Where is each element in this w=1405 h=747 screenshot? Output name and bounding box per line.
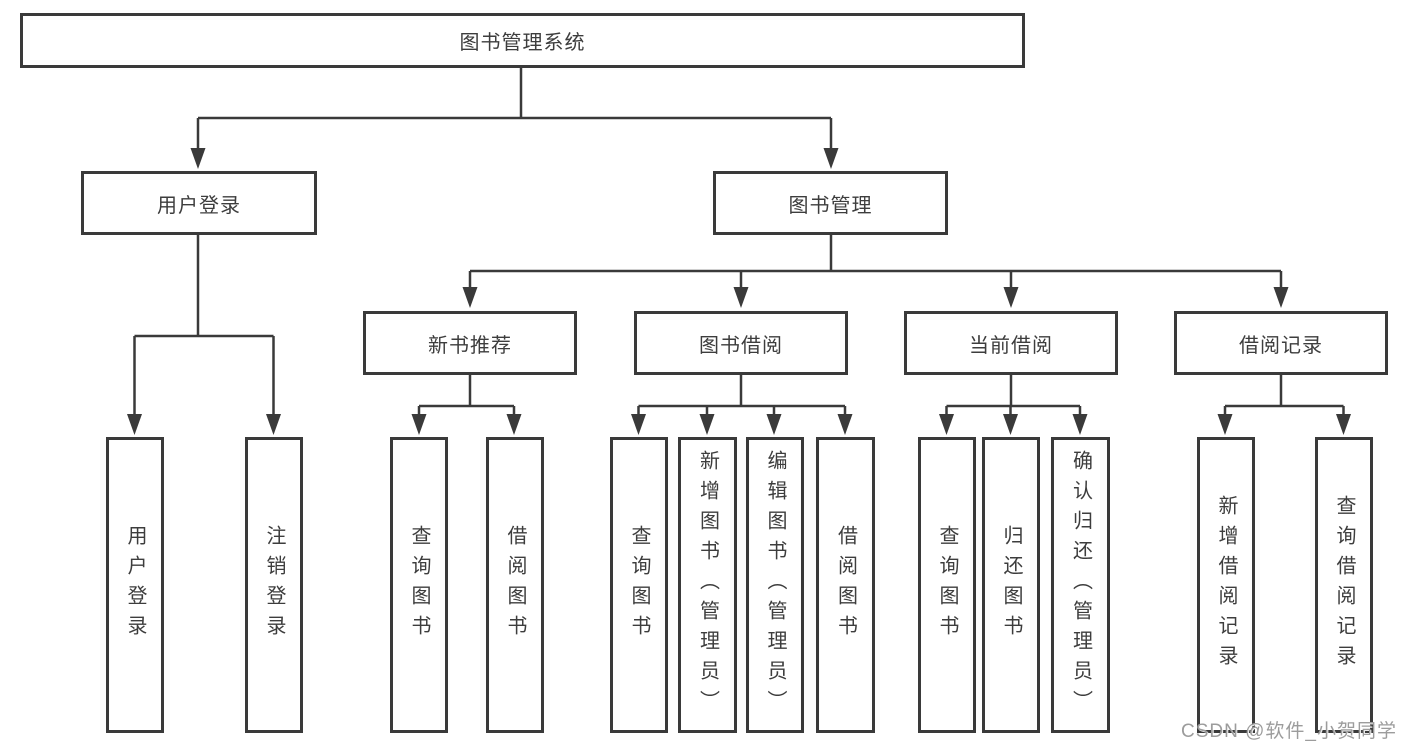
node-label: 图书管理 — [788, 194, 873, 217]
arrow-down-icon — [1003, 287, 1019, 308]
node-label: 借阅图书 — [504, 525, 526, 645]
arrow-down-icon — [939, 414, 954, 435]
node-label: 当前借阅 — [969, 334, 1053, 357]
arrow-down-icon — [462, 287, 478, 308]
arrow-down-icon — [766, 414, 782, 435]
leaf-borrow-books: 借阅图书 — [816, 437, 875, 733]
arrow-down-icon — [1273, 287, 1289, 308]
arrow-down-icon — [127, 414, 142, 435]
arrow-down-icon — [1336, 414, 1351, 435]
leaf-logout: 注销登录 — [245, 437, 303, 733]
node-label: 注销登录 — [263, 525, 285, 645]
arrow-down-icon — [1003, 414, 1018, 435]
node-label: 确认归还（管理员） — [1069, 450, 1092, 720]
node-borrow-records: 借阅记录 — [1174, 311, 1388, 375]
arrow-down-icon — [631, 414, 646, 435]
node-label: 新书推荐 — [428, 334, 512, 357]
node-label: 查询图书 — [408, 525, 430, 645]
arrow-down-icon — [837, 414, 853, 435]
leaf-borrow-books-newbook: 借阅图书 — [486, 437, 544, 733]
leaf-confirm-return-admin: 确认归还（管理员） — [1051, 437, 1110, 733]
arrow-down-icon — [1217, 414, 1233, 435]
node-label: 编辑图书（管理员） — [764, 450, 786, 720]
arrow-down-icon — [733, 287, 749, 308]
leaf-edit-books-admin: 编辑图书（管理员） — [746, 437, 804, 733]
node-label: 查询图书 — [936, 525, 958, 645]
node-root-library-system: 图书管理系统 — [20, 13, 1025, 68]
node-label: 归还图书 — [1000, 525, 1022, 645]
leaf-return-books: 归还图书 — [982, 437, 1040, 733]
leaf-query-books-current: 查询图书 — [918, 437, 976, 733]
node-label: 新增借阅记录 — [1215, 495, 1237, 675]
arrow-down-icon — [823, 148, 839, 169]
node-label: 用户登录 — [157, 194, 241, 217]
csdn-watermark: CSDN @软件_小贺同学 — [1181, 721, 1397, 742]
node-label: 查询图书 — [628, 525, 650, 645]
leaf-add-books-admin: 新增图书（管理员） — [678, 437, 737, 733]
node-label: 借阅图书 — [834, 525, 857, 645]
leaf-user-login: 用户登录 — [106, 437, 164, 733]
leaf-query-borrow-record: 查询借阅记录 — [1315, 437, 1373, 733]
leaf-add-borrow-record: 新增借阅记录 — [1197, 437, 1255, 733]
node-label: 新增图书（管理员） — [696, 450, 719, 720]
arrow-down-icon — [699, 414, 715, 435]
node-label: 用户登录 — [124, 525, 146, 645]
node-label: 图书管理系统 — [459, 32, 586, 54]
arrow-down-icon — [266, 414, 281, 435]
leaf-query-books-newbook: 查询图书 — [390, 437, 448, 733]
node-current-borrow: 当前借阅 — [904, 311, 1118, 375]
node-label: 借阅记录 — [1239, 334, 1323, 357]
node-book-management: 图书管理 — [713, 171, 948, 235]
node-user-login: 用户登录 — [81, 171, 317, 235]
arrow-down-icon — [1072, 414, 1088, 435]
arrow-down-icon — [411, 414, 427, 435]
node-label: 图书借阅 — [699, 334, 783, 357]
arrow-down-icon — [506, 414, 522, 435]
node-book-borrow: 图书借阅 — [634, 311, 848, 375]
arrow-down-icon — [190, 148, 206, 169]
connector-arrowheads — [127, 148, 1351, 435]
node-label: 查询借阅记录 — [1333, 495, 1355, 675]
leaf-query-books-borrow: 查询图书 — [610, 437, 668, 733]
node-new-book-recommend: 新书推荐 — [363, 311, 577, 375]
